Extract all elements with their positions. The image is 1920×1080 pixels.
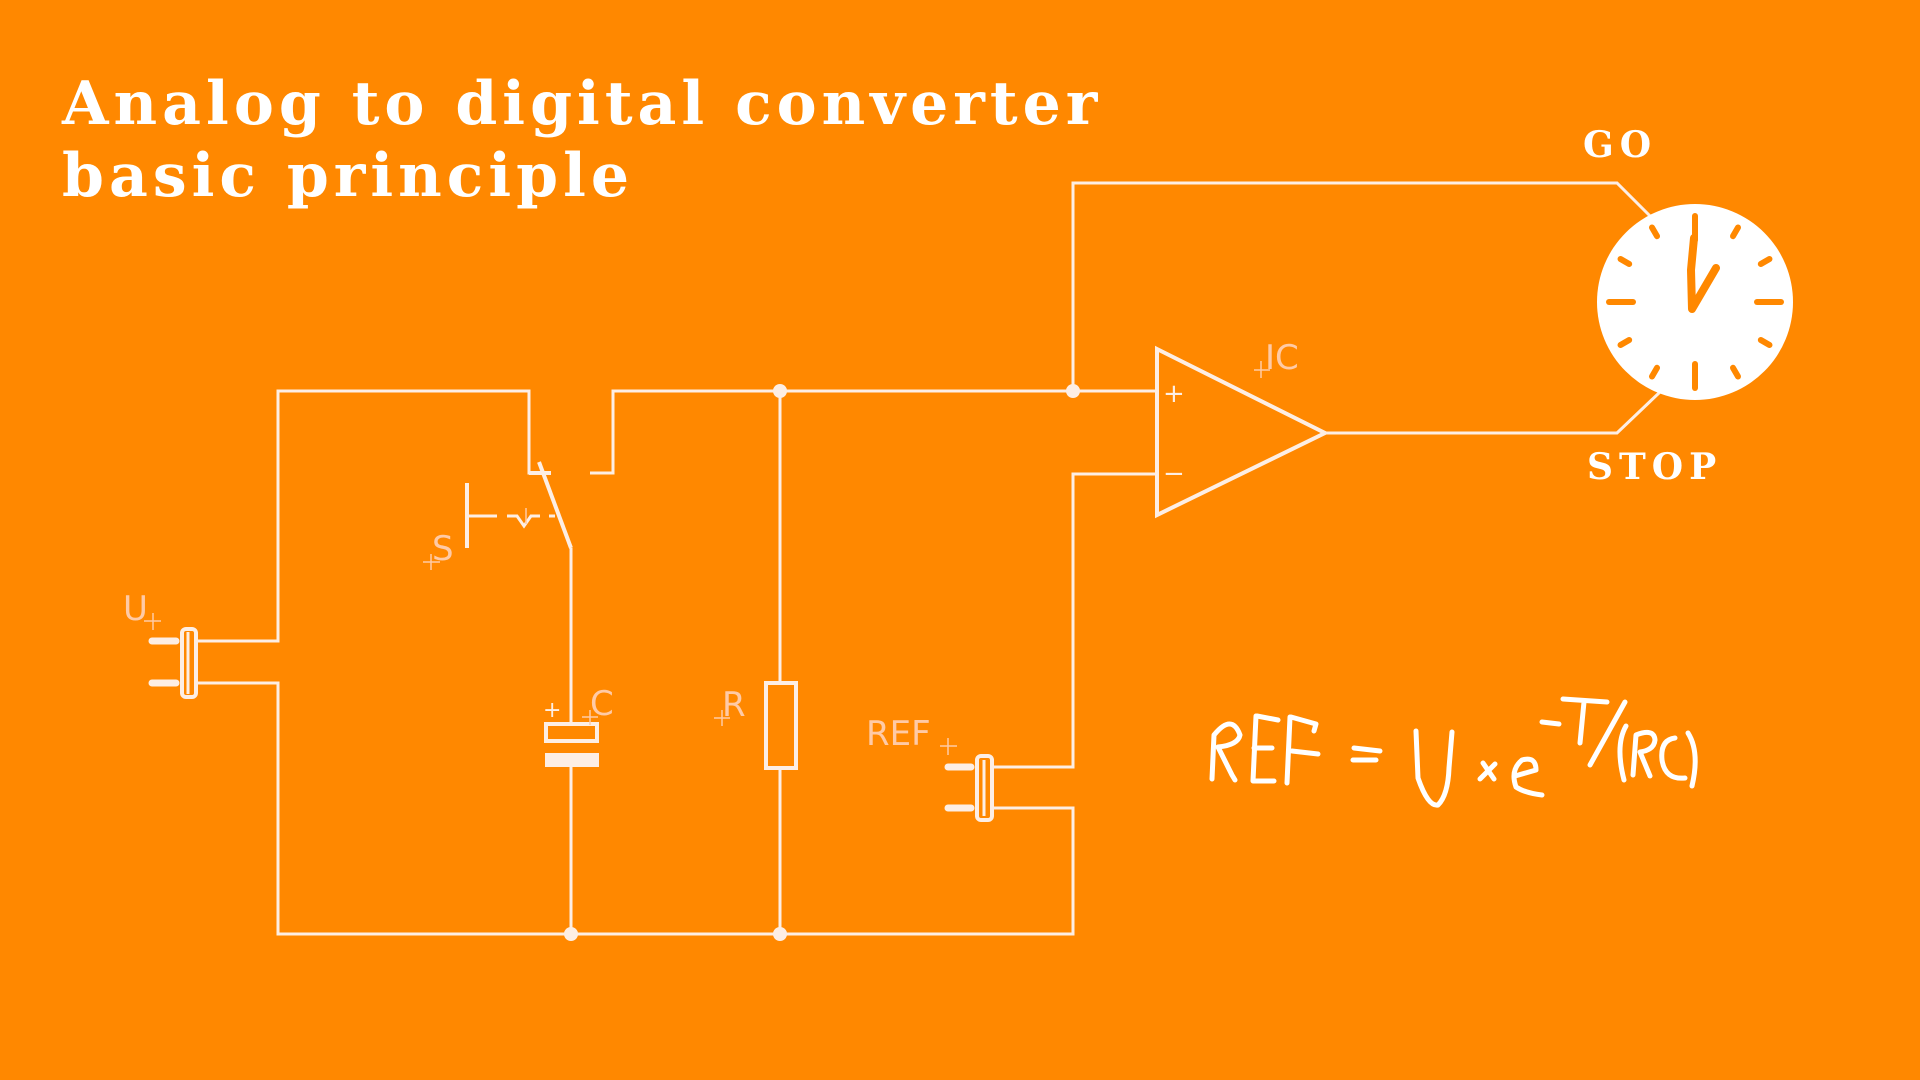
title-line-1: Analog to digital converter — [62, 69, 1103, 139]
clock-tick — [1617, 337, 1633, 348]
comparator-plus: + — [1163, 379, 1185, 409]
clock-tick — [1757, 337, 1773, 348]
timer: GO STOP — [1583, 124, 1793, 488]
label-ic: IC — [1265, 338, 1299, 378]
comparator-ic: + − IC — [1155, 338, 1330, 519]
voltage-source-u: U — [123, 589, 198, 699]
reference-source: REF — [866, 714, 994, 822]
clock-icon — [1597, 204, 1793, 400]
title-line-2: basic principle — [62, 141, 635, 211]
label-s: S — [432, 529, 454, 569]
clock-tick — [1617, 256, 1633, 267]
comparator-minus: − — [1163, 459, 1185, 489]
junction-dot — [564, 927, 578, 941]
wire-u-bottom — [197, 681, 1075, 936]
capacitor-plus: + — [543, 698, 561, 723]
clock-tick — [1649, 224, 1660, 240]
wire-ref-minus — [993, 472, 1157, 769]
clock-tick — [1757, 256, 1773, 267]
label-ref: REF — [866, 714, 931, 754]
stop-label: STOP — [1587, 446, 1722, 488]
wire-switch-out — [590, 389, 1157, 475]
junction-dot — [773, 927, 787, 941]
junction-dot — [773, 384, 787, 398]
wires — [197, 181, 1662, 936]
junction-dot — [1066, 384, 1080, 398]
go-label: GO — [1583, 124, 1657, 166]
capacitor-c: + C — [543, 684, 614, 767]
formula — [1209, 696, 1698, 808]
junctions — [564, 384, 1080, 941]
label-u: U — [123, 589, 148, 629]
wire-stop — [1325, 390, 1662, 435]
resistor-r: R — [714, 681, 798, 770]
switch-s: S — [423, 461, 573, 570]
clock-tick — [1649, 364, 1660, 380]
diagram-title: Analog to digital converter basic princi… — [62, 68, 1102, 212]
clock-tick — [1730, 364, 1741, 380]
label-c: C — [590, 684, 614, 724]
label-r: R — [722, 685, 746, 725]
wire-go — [1071, 181, 1654, 391]
clock-tick — [1730, 224, 1741, 240]
